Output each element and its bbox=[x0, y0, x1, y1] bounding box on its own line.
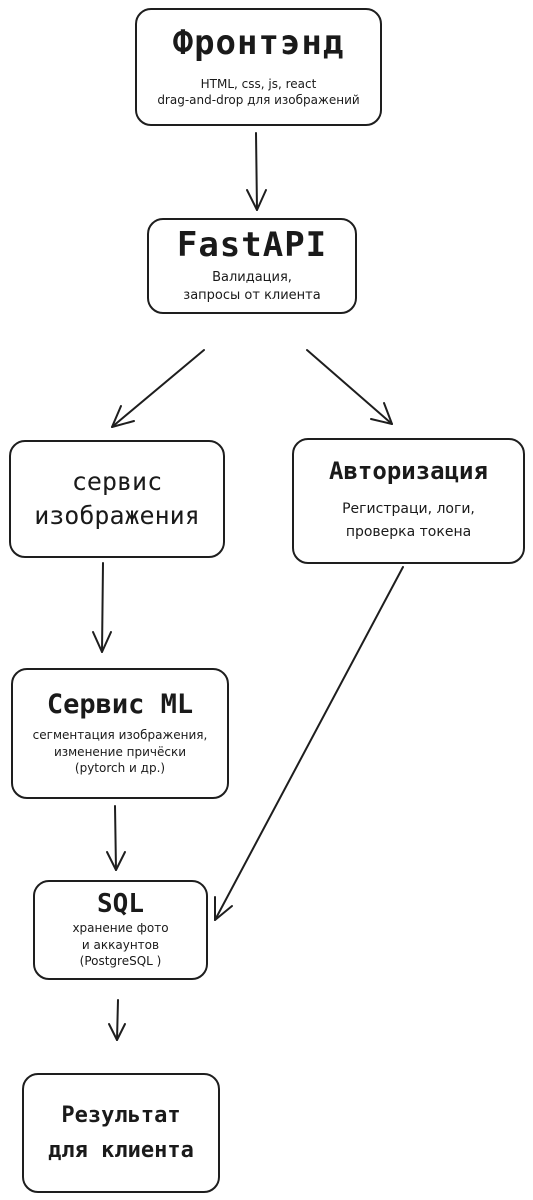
arrow-frontend-to-fastapi bbox=[246, 132, 267, 211]
frontend-node: Фронтэнд HTML, css, js, react drag-and-d… bbox=[135, 8, 382, 126]
ml-service-node: Сервис ML сегментация изображения, измен… bbox=[11, 668, 229, 799]
fastapi-desc-line2: запросы от клиента bbox=[183, 287, 321, 303]
arrow-fastapi-to-image-service bbox=[111, 349, 205, 428]
fastapi-title: FastAPI bbox=[176, 224, 328, 265]
sql-desc-line1: хранение фото bbox=[72, 921, 169, 936]
arrow-auth-to-sql bbox=[214, 566, 404, 921]
ml-service-desc-line1: сегментация изображения, bbox=[32, 728, 208, 743]
result-title-line1: Результат bbox=[61, 1102, 181, 1128]
frontend-title: Фронтэнд bbox=[172, 22, 345, 63]
sql-desc-line2: и аккаунтов bbox=[81, 937, 160, 952]
frontend-desc-line2: drag-and-drop для изображений bbox=[157, 92, 360, 107]
image-service-title-line1: сервис bbox=[71, 467, 163, 497]
arrow-sql-to-result bbox=[108, 999, 126, 1041]
arrow-image-service-to-ml bbox=[92, 562, 112, 653]
ml-service-desc-line2: изменение причёски bbox=[53, 744, 187, 759]
auth-node: Авторизация Регистраци, логи, проверка т… bbox=[292, 438, 525, 564]
sql-title: SQL bbox=[97, 889, 144, 920]
fastapi-node: FastAPI Валидация, запросы от клиента bbox=[147, 218, 357, 314]
auth-title: Авторизация bbox=[329, 457, 488, 486]
sql-node: SQL хранение фото и аккаунтов (PostgreSQ… bbox=[33, 880, 208, 980]
arrow-ml-to-sql bbox=[106, 805, 126, 871]
auth-desc-line1: Регистраци, логи, bbox=[342, 501, 475, 518]
result-title-line2: для клиента bbox=[48, 1138, 194, 1163]
ml-service-title: Сервис ML bbox=[46, 689, 194, 721]
image-service-node: сервис изображения bbox=[9, 440, 225, 558]
ml-service-desc-line3: (pytorch и др.) bbox=[74, 760, 166, 775]
fastapi-desc-line1: Валидация, bbox=[212, 270, 292, 286]
frontend-desc-line1: HTML, css, js, react bbox=[200, 76, 317, 91]
auth-desc-line2: проверка токена bbox=[345, 523, 472, 540]
result-node: Результат для клиента bbox=[22, 1073, 220, 1193]
sql-desc-line3: (PostgreSQL ) bbox=[79, 953, 162, 968]
image-service-title-line2: изображения bbox=[34, 501, 200, 530]
arrow-fastapi-to-auth bbox=[306, 349, 393, 425]
